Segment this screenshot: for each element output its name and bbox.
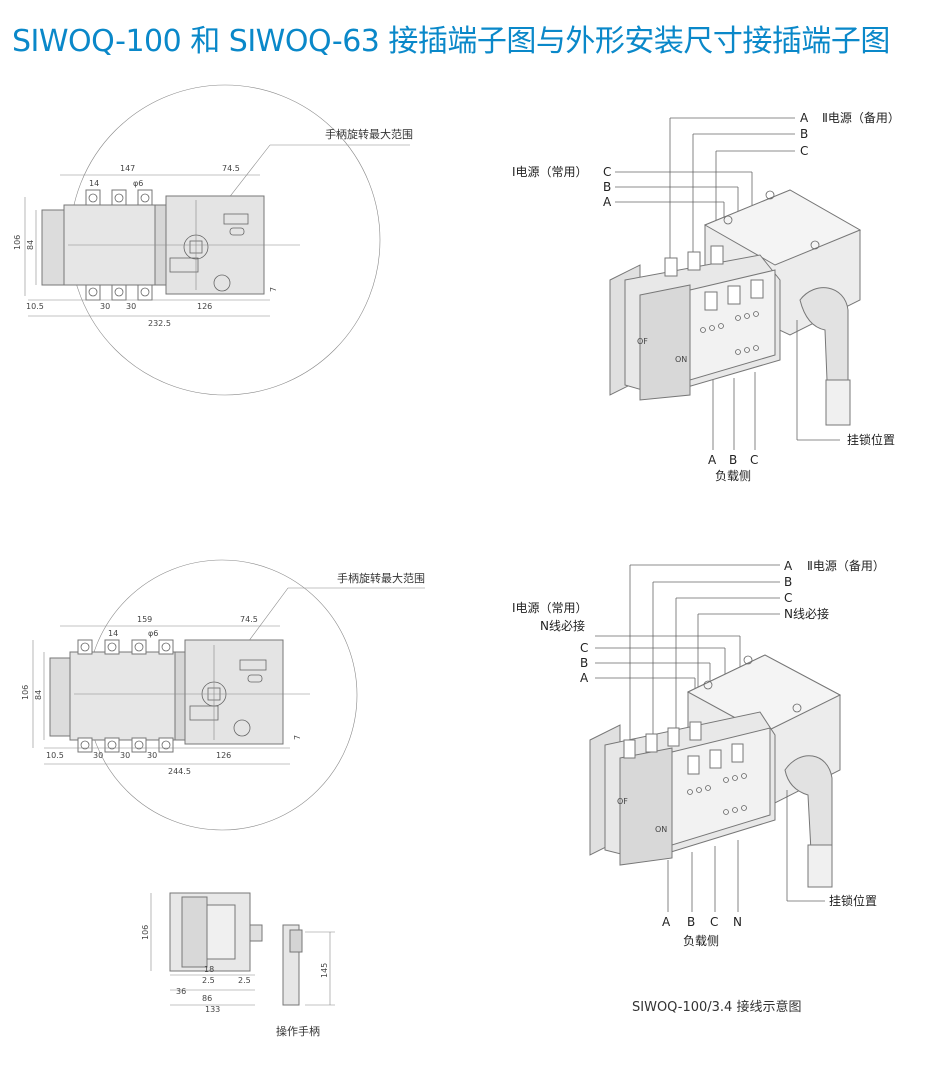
dim-phi6: φ6 <box>133 179 143 188</box>
label-source-ii: Ⅱ电源（备用） <box>822 111 900 125</box>
label-i-B-2: B <box>580 656 588 670</box>
dim-126: 126 <box>197 302 212 311</box>
dim-30a: 30 <box>100 302 110 311</box>
label-ii-A-2: A <box>784 559 793 573</box>
dim-126-2: 126 <box>216 751 231 760</box>
dim-side-133: 133 <box>205 1005 220 1014</box>
switch-body-left-2 <box>69 651 176 741</box>
label-ii-C: C <box>800 144 808 158</box>
operating-handle-2 <box>784 755 833 871</box>
top-right-wiring-diagram: A Ⅱ电源（备用） B C Ⅰ电源（常用） C B A OF ON <box>512 111 900 483</box>
dim-84-2: 84 <box>34 690 43 700</box>
dim-phi6-2: φ6 <box>148 629 158 638</box>
label-load-side-2: 负载侧 <box>683 934 719 948</box>
label-lock-position-2: 挂锁位置 <box>829 893 877 908</box>
label-i-A-2: A <box>580 671 589 685</box>
dim-159: 159 <box>137 615 152 624</box>
dim-74-5: 74.5 <box>222 164 240 173</box>
label-i-C: C <box>603 165 611 179</box>
label-source-i: Ⅰ电源（常用） <box>512 165 588 179</box>
dim-side-2-5b: 2.5 <box>238 976 251 985</box>
dim-147: 147 <box>120 164 135 173</box>
dim-106: 106 <box>13 235 22 250</box>
label-load-N: N <box>733 915 742 929</box>
top-left-outline-drawing: 手柄旋转最大范围 147 14 φ6 74.5 106 84 <box>13 84 413 396</box>
label-load-A: A <box>708 453 717 467</box>
page-title: SIWOQ-100 和 SIWOQ-63 接插端子图与外形安装尺寸接插端子图 <box>12 24 890 59</box>
dim-side-106: 106 <box>141 925 150 940</box>
off-mark-2: OF <box>617 797 628 806</box>
label-ii-C-2: C <box>784 591 792 605</box>
off-mark: OF <box>637 337 648 346</box>
label-source-ii-2: Ⅱ电源（备用） <box>807 559 885 573</box>
on-mark: ON <box>675 355 687 364</box>
bottom-left-side-view: 106 18 2.5 2.5 36 86 133 145 操作手柄 <box>141 892 335 1038</box>
dim-side-18: 18 <box>204 965 214 974</box>
dim-30b-2: 30 <box>120 751 130 760</box>
dim-side-86: 86 <box>202 994 212 1003</box>
dim-7: 7 <box>269 287 278 292</box>
label-load-B-2: B <box>687 915 695 929</box>
mid-right-wiring-diagram: A Ⅱ电源（备用） B C N线必接 Ⅰ电源（常用） N线必接 C B A <box>512 559 885 1015</box>
label-load-A-2: A <box>662 915 671 929</box>
label-ii-A: A <box>800 111 809 125</box>
dim-10-5: 10.5 <box>26 302 44 311</box>
label-n-required-right: N线必接 <box>784 606 829 621</box>
label-source-i-2: Ⅰ电源（常用） <box>512 601 588 615</box>
dim-244-5: 244.5 <box>168 767 191 776</box>
dim-side-2-5a: 2.5 <box>202 976 215 985</box>
label-i-A: A <box>603 195 612 209</box>
dim-30b: 30 <box>126 302 136 311</box>
dim-7-2: 7 <box>293 735 302 740</box>
label-ii-B-2: B <box>784 575 792 589</box>
dim-84: 84 <box>26 240 35 250</box>
label-load-C-2: C <box>710 915 718 929</box>
label-load-B: B <box>729 453 737 467</box>
dim-side-36: 36 <box>176 987 186 996</box>
dim-handle-145: 145 <box>320 963 329 978</box>
label-i-B: B <box>603 180 611 194</box>
label-i-C-2: C <box>580 641 588 655</box>
mid-left-outline-drawing: 手柄旋转最大范围 159 14 φ6 74.5 106 84 10.5 3 <box>21 559 425 831</box>
dim-14: 14 <box>89 179 99 188</box>
dim-232-5: 232.5 <box>148 319 171 328</box>
handle-range-label: 手柄旋转最大范围 <box>325 127 413 141</box>
dim-30a-2: 30 <box>93 751 103 760</box>
dim-106-2: 106 <box>21 685 30 700</box>
dim-74-5-2: 74.5 <box>240 615 258 624</box>
label-ii-B: B <box>800 127 808 141</box>
label-load-C: C <box>750 453 758 467</box>
dim-10-5-2: 10.5 <box>46 751 64 760</box>
on-mark-2: ON <box>655 825 667 834</box>
label-n-required-left: N线必接 <box>540 618 585 633</box>
label-load-side: 负载侧 <box>715 469 751 483</box>
wiring-caption: SIWOQ-100/3.4 接线示意图 <box>632 999 801 1015</box>
dim-14-2: 14 <box>108 629 118 638</box>
handle-caption: 操作手柄 <box>276 1024 320 1038</box>
left-plate <box>41 209 65 286</box>
handle-range-label-2: 手柄旋转最大范围 <box>337 571 425 585</box>
dim-30c-2: 30 <box>147 751 157 760</box>
label-lock-position: 挂锁位置 <box>847 432 895 447</box>
